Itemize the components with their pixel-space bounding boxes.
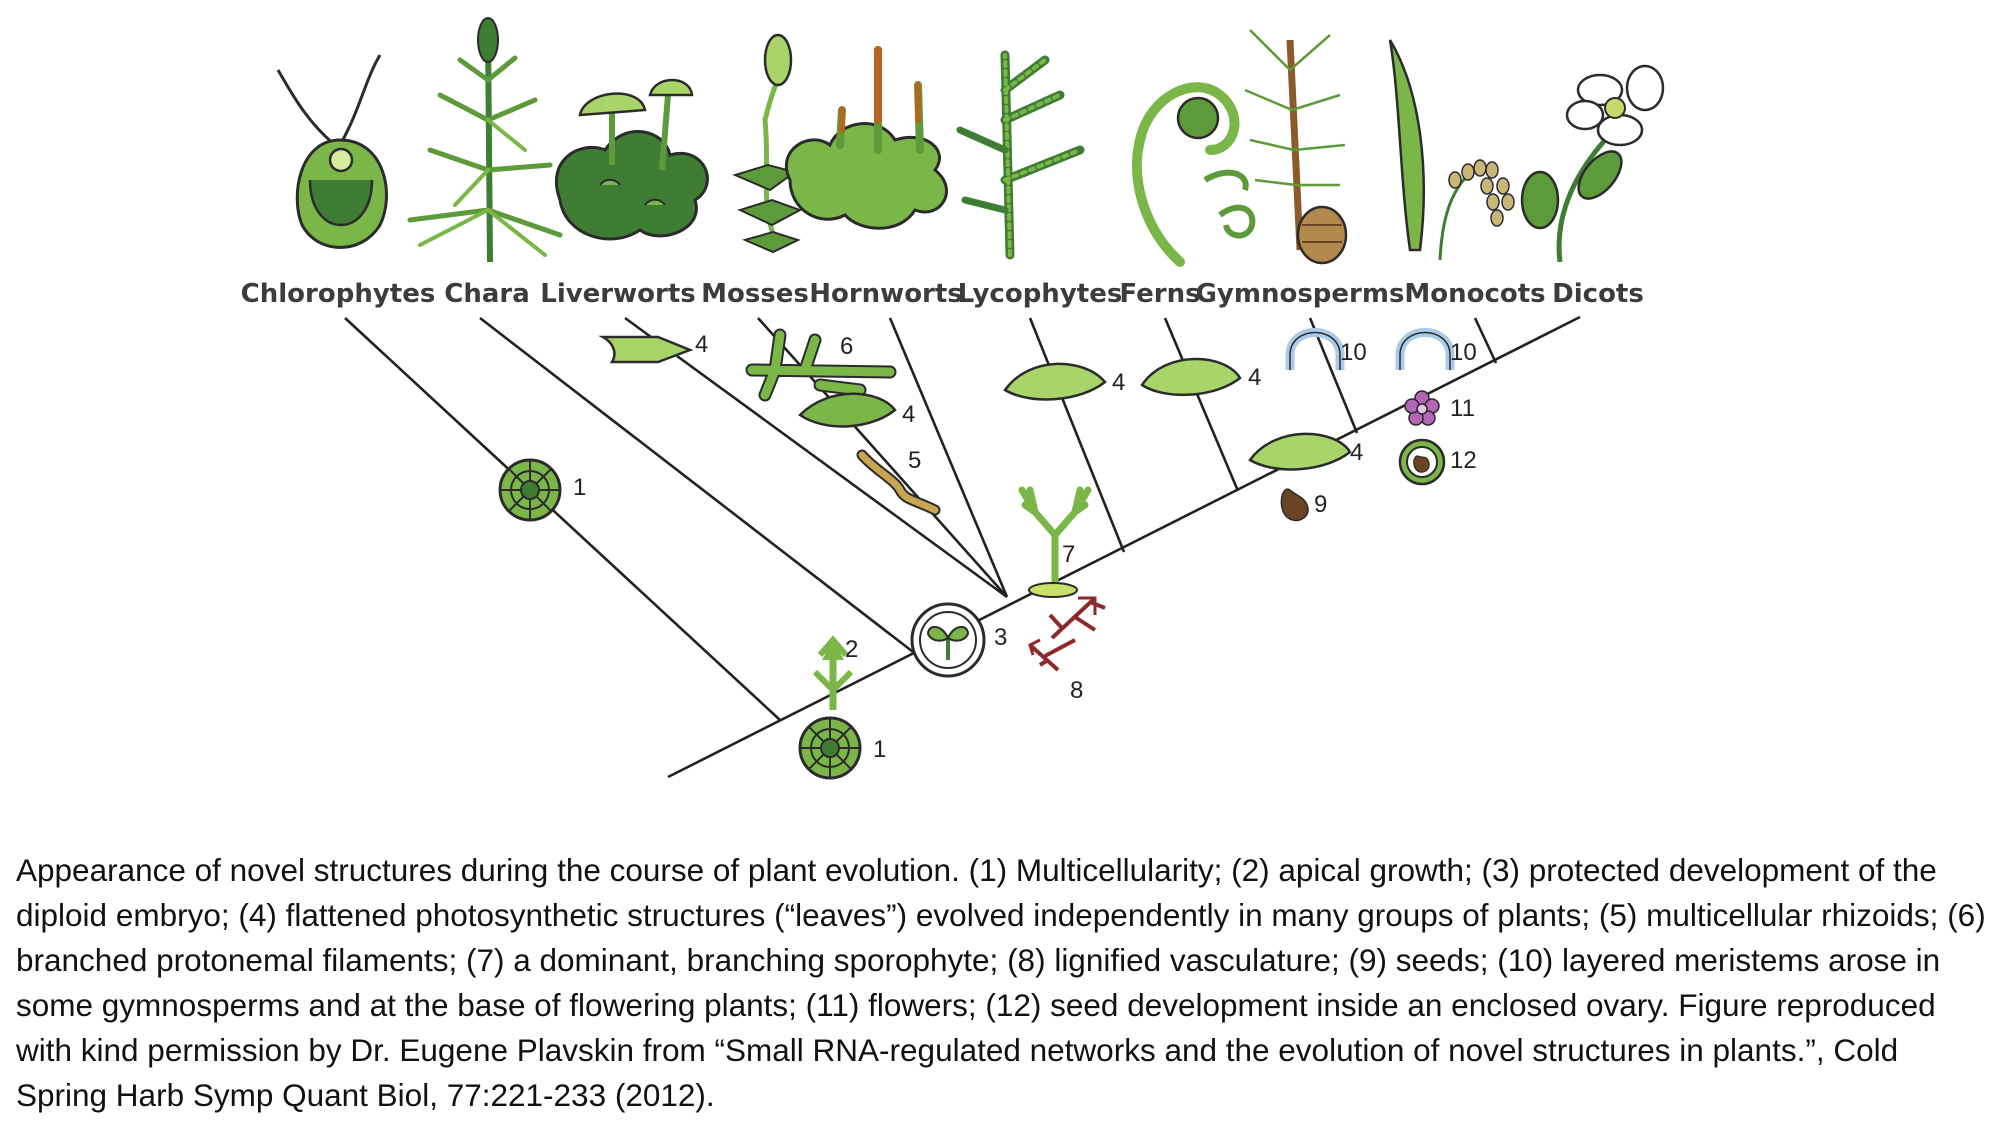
marker-6: 6 <box>840 333 853 360</box>
leaf-gymnosperm-icon <box>1248 432 1352 471</box>
gymnosperm-illustration <box>1244 29 1348 265</box>
fern-illustration <box>1132 82 1256 267</box>
flower-icon <box>1404 390 1440 426</box>
branch-ferns <box>1163 317 1240 492</box>
marker-8: 8 <box>1070 677 1083 704</box>
sporophyte-icon <box>1018 486 1092 598</box>
monocot-illustration <box>1388 39 1515 261</box>
taxon-label-mosses: Mosses <box>701 279 809 309</box>
leaf-fern-icon <box>1140 357 1242 397</box>
marker-4-ferns: 4 <box>1248 364 1261 391</box>
marker-7: 7 <box>1062 541 1075 568</box>
branch-liverworts <box>624 316 1008 599</box>
marker-5: 5 <box>908 447 921 474</box>
taxon-label-chara: Chara <box>444 279 530 309</box>
multicellularity-icon <box>798 716 862 780</box>
chara-illustration <box>407 17 563 263</box>
marker-4-gymnosperms: 4 <box>1350 439 1363 466</box>
taxon-label-lycophytes: Lycophytes <box>958 279 1123 309</box>
moss-illustration <box>732 33 803 254</box>
marker-11: 11 <box>1450 395 1475 422</box>
marker-2: 2 <box>845 636 858 663</box>
chlorophyte-illustration <box>276 54 388 249</box>
marker-10-gymnosperms: 10 <box>1340 339 1367 366</box>
ovary-icon <box>1398 438 1446 486</box>
taxon-label-dicots: Dicots <box>1552 279 1644 309</box>
marker-9: 9 <box>1314 491 1327 518</box>
marker-4-liverworts: 4 <box>695 331 708 358</box>
branch-hornworts <box>888 317 1009 598</box>
embryo-icon <box>910 602 986 678</box>
lycophyte-illustration <box>956 50 1085 260</box>
branch-mosses <box>757 317 1008 598</box>
branch-monocots <box>1473 317 1498 364</box>
marker-1-trunk: 1 <box>873 736 886 763</box>
marker-4-lycophytes: 4 <box>1112 369 1125 396</box>
marker-1-chlorophytes: 1 <box>573 474 586 501</box>
multicellularity-icon <box>498 458 562 522</box>
branch-chara <box>479 316 918 657</box>
marker-3: 3 <box>994 624 1007 651</box>
taxon-label-gymnosperms: Gymnosperms <box>1196 279 1405 309</box>
leaf-lycophyte-icon <box>1003 362 1107 401</box>
apical-growth-icon <box>812 635 854 710</box>
leaf-liverwort-icon <box>598 335 694 364</box>
taxon-label-chlorophytes: Chlorophytes <box>241 279 436 309</box>
branch-lycophytes <box>1028 317 1126 553</box>
meristem-monocot-outline <box>1399 331 1451 370</box>
protonema-icon <box>745 328 897 402</box>
marker-10-monocots: 10 <box>1450 339 1477 366</box>
marker-12: 12 <box>1450 447 1477 474</box>
taxon-label-monocots: Monocots <box>1404 279 1545 309</box>
taxon-label-liverworts: Liverworts <box>540 279 696 309</box>
seed-icon <box>1280 488 1309 522</box>
phylogeny-figure: Chlorophytes Chara Liverworts Mosses Hor… <box>241 17 1665 780</box>
phylogenetic-tree <box>344 315 1581 779</box>
taxon-label-hornworts: Hornworts <box>809 279 963 309</box>
vasculature-icon <box>1028 596 1106 672</box>
branch-gymnosperms <box>1308 317 1359 434</box>
dicot-illustration <box>1520 64 1665 263</box>
rhizoid-icon-fill <box>858 451 939 514</box>
meristem-gymnosperm-outline <box>1289 331 1341 370</box>
taxon-label-ferns: Ferns <box>1119 279 1200 309</box>
branch-chlorophytes <box>344 317 781 721</box>
marker-4-mosses: 4 <box>902 401 915 428</box>
hornwort-illustration <box>784 46 948 230</box>
figure-caption: Appearance of novel structures during th… <box>16 852 1986 1113</box>
liverwort-illustration <box>554 78 709 241</box>
leaf-moss-icon <box>798 392 897 428</box>
